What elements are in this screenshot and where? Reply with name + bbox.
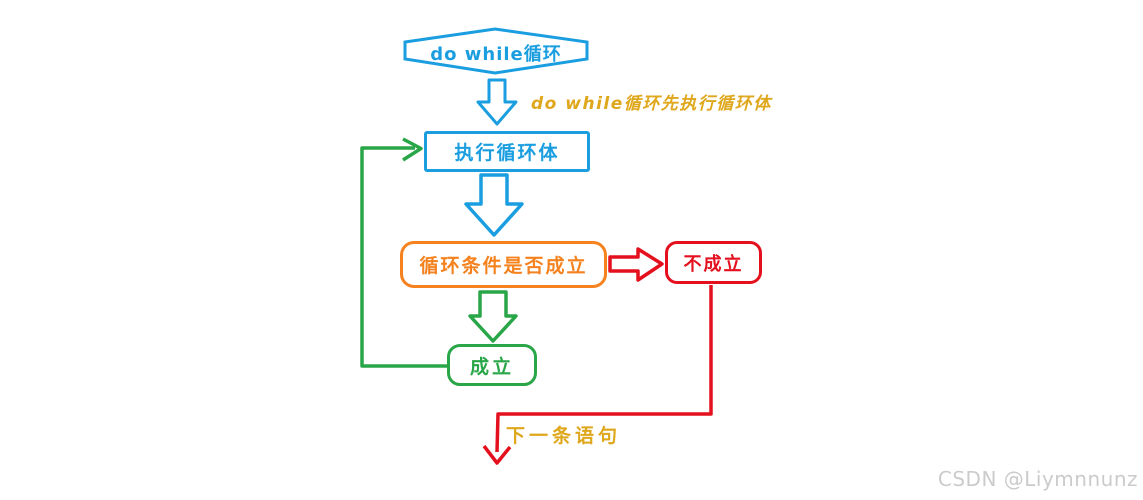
arrowhead-down-icon: [482, 444, 512, 465]
loop-condition-node: 循环条件是否成立: [400, 241, 607, 288]
condition-met-label: 成立: [469, 355, 514, 378]
start-hexagon-shape: [403, 27, 589, 75]
exec-loop-body-node: 执行循环体: [424, 131, 590, 172]
top-annotation: do while循环先执行循环体: [531, 94, 772, 114]
down-arrow-icon: [464, 173, 524, 237]
exec-loop-body-label: 执行循环体: [454, 142, 560, 164]
condition-not-met-label: 不成立: [683, 253, 744, 275]
loop-back-connector: [360, 146, 447, 368]
condition-not-met-node: 不成立: [665, 241, 762, 284]
arrowhead-right-icon: [402, 137, 423, 162]
down-arrow-icon: [468, 290, 518, 343]
watermark-text: CSDN @Liymnnunz: [937, 467, 1138, 491]
exit-connector: [495, 285, 713, 453]
start-node-label: do while循环: [430, 44, 562, 65]
loop-condition-label: 循环条件是否成立: [419, 255, 588, 277]
down-arrow-icon: [476, 78, 518, 126]
right-arrow-icon: [608, 247, 664, 282]
condition-met-node: 成立: [447, 344, 537, 386]
next-statement-annotation: 下一条语句: [506, 425, 622, 447]
